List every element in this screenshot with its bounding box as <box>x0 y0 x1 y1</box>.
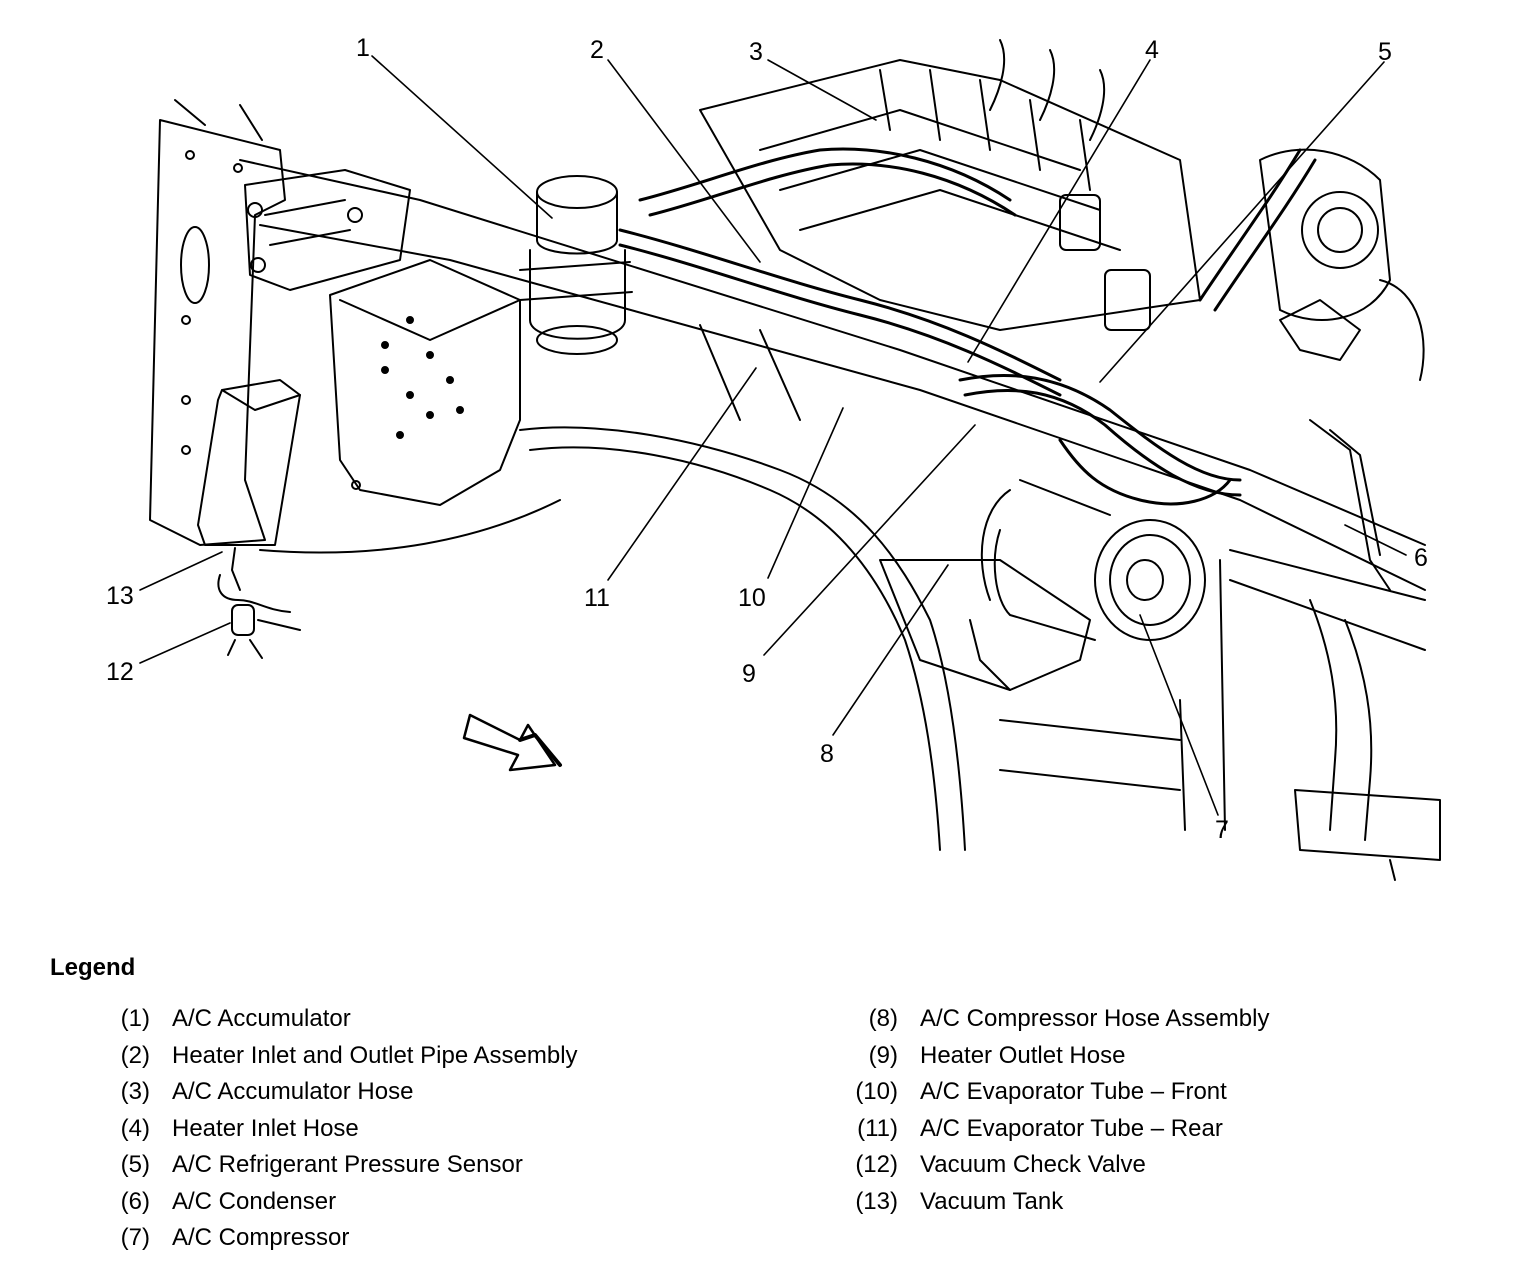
ac-condenser <box>1309 419 1391 591</box>
legend-number: (8) <box>868 1005 898 1032</box>
legend-number: (10) <box>855 1078 898 1105</box>
legend-item: (9) Heater Outlet Hose <box>846 1041 1269 1078</box>
vacuum-tank <box>197 379 301 591</box>
engine-bay-diagram: 1 2 3 4 5 6 7 8 9 10 11 12 13 <box>106 34 1441 881</box>
legend-label: A/C Compressor <box>172 1224 350 1251</box>
callout-12: 12 <box>106 658 134 686</box>
legend-column-right: (8) A/C Compressor Hose Assembly (9) Hea… <box>846 1004 1269 1223</box>
legend-number: (7) <box>120 1224 150 1251</box>
legend-label: Heater Inlet Hose <box>172 1114 359 1142</box>
front-direction-arrow <box>462 713 562 772</box>
legend-number: (3) <box>120 1078 150 1105</box>
legend-number: (12) <box>855 1151 898 1178</box>
legend-number: (6) <box>120 1187 150 1215</box>
legend-label: A/C Accumulator Hose <box>172 1078 414 1105</box>
legend-title: Legend <box>50 954 136 981</box>
frame-rail <box>239 159 1426 591</box>
radiator-support-panel <box>149 99 361 546</box>
callout-4: 4 <box>1145 36 1159 64</box>
throttle-body <box>1259 148 1425 381</box>
ac-accumulator <box>519 175 633 355</box>
callout-10: 10 <box>738 584 766 612</box>
legend-column-left: (1) A/C Accumulator (2) Heater Inlet and… <box>112 1004 578 1260</box>
legend-label: Vacuum Check Valve <box>920 1151 1146 1178</box>
callout-1: 1 <box>356 34 370 62</box>
callout-3: 3 <box>749 38 763 66</box>
callout-7: 7 <box>1215 816 1229 844</box>
legend-number: (5) <box>120 1151 150 1178</box>
bracket <box>244 169 411 291</box>
callout-9: 9 <box>742 660 756 688</box>
legend-label: A/C Compressor Hose Assembly <box>920 1005 1270 1032</box>
legend-number: (2) <box>120 1041 150 1069</box>
legend-item: (8) A/C Compressor Hose Assembly <box>846 1004 1270 1041</box>
legend-item: (3) A/C Accumulator Hose <box>112 1077 578 1114</box>
legend-item: (7) A/C Compressor <box>112 1223 578 1260</box>
legend-label: A/C Condenser <box>172 1187 337 1215</box>
callout-5: 5 <box>1378 38 1392 66</box>
legend-number: (9) <box>868 1041 898 1069</box>
callout-11: 11 <box>584 584 610 612</box>
legend-label: A/C Evaporator Tube – Rear <box>920 1114 1223 1142</box>
legend-label: A/C Evaporator Tube – Front <box>920 1078 1227 1105</box>
legend-label: Heater Inlet and Outlet Pipe Assembly <box>172 1041 578 1069</box>
legend-number: (1) <box>120 1005 150 1032</box>
callout-6: 6 <box>1414 544 1428 572</box>
legend-number: (4) <box>120 1114 150 1142</box>
legend-item: (4) Heater Inlet Hose <box>112 1114 578 1151</box>
legend-item: (11) A/C Evaporator Tube – Rear <box>846 1114 1269 1151</box>
legend-item: (13) Vacuum Tank <box>846 1187 1269 1224</box>
legend-item: (12) Vacuum Check Valve <box>846 1150 1269 1187</box>
legend-item: (1) A/C Accumulator <box>112 1004 578 1041</box>
legend-item: (2) Heater Inlet and Outlet Pipe Assembl… <box>112 1041 578 1078</box>
compressor-bracket <box>879 559 1091 691</box>
callout-13: 13 <box>106 582 134 610</box>
engine-manifold <box>699 39 1201 331</box>
legend-label: A/C Refrigerant Pressure Sensor <box>172 1151 523 1178</box>
wheel-well <box>259 426 966 851</box>
leader-lines <box>139 55 1407 816</box>
legend-number: (11) <box>857 1114 898 1142</box>
vacuum-check-valve <box>217 574 301 659</box>
legend-item: (5) A/C Refrigerant Pressure Sensor <box>112 1150 578 1187</box>
legend-label: Vacuum Tank <box>920 1187 1064 1215</box>
callout-labels: 1 2 3 4 5 6 7 8 9 10 11 12 13 <box>106 34 1428 844</box>
battery-tray <box>329 259 521 506</box>
legend-item: (6) A/C Condenser <box>112 1187 578 1224</box>
callout-8: 8 <box>820 740 834 768</box>
legend-item: (10) A/C Evaporator Tube – Front <box>846 1077 1269 1114</box>
legend-label: Heater Outlet Hose <box>920 1041 1126 1069</box>
legend-number: (13) <box>855 1187 898 1215</box>
legend-label: A/C Accumulator <box>172 1005 351 1032</box>
callout-2: 2 <box>590 36 604 64</box>
